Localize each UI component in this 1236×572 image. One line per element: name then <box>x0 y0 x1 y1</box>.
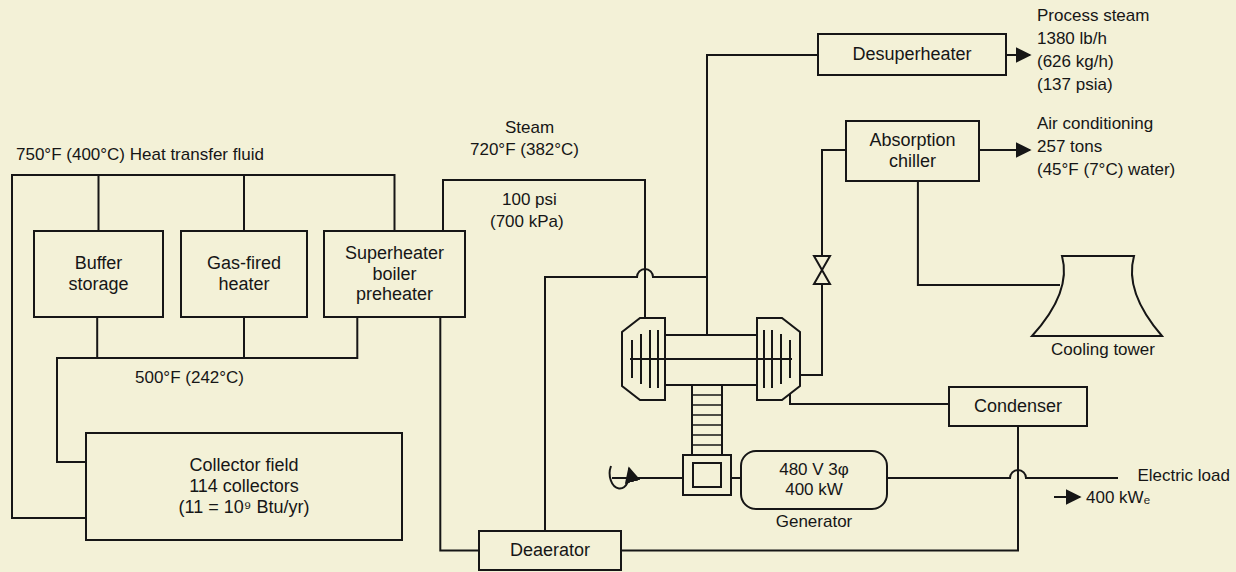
annotation: Electric load <box>1137 466 1230 486</box>
fluid-line <box>622 427 1018 551</box>
annotation: 257 tons <box>1037 137 1102 157</box>
gear-teeth <box>692 395 722 445</box>
tower-label: Cooling tower <box>1028 340 1178 360</box>
box-text: Buffer storage <box>49 253 148 294</box>
annotation: 100 psi <box>502 190 557 210</box>
annotation: Process steam <box>1037 6 1149 26</box>
condenser-box: Condenser <box>948 386 1088 427</box>
box-text: Desuperheater <box>852 44 971 65</box>
output-arrow <box>1007 54 1030 56</box>
annotation: (45°F (7°C) water) <box>1037 160 1175 180</box>
annotation: (626 kg/h) <box>1037 52 1114 72</box>
box-text: Deaerator <box>510 540 590 561</box>
box-text: Collector field <box>189 455 298 476</box>
box-text: Superheater boiler preheater <box>337 243 452 305</box>
heat-exchanger-box: Superheater boiler preheater <box>323 230 466 318</box>
piping <box>443 55 1118 530</box>
turbine-rotor <box>630 330 792 388</box>
chiller-steam-line <box>800 150 845 375</box>
annotation: 720°F (382°C) <box>470 140 579 160</box>
annotation: Steam <box>505 118 554 138</box>
box-text: Absorption chiller <box>857 130 968 171</box>
box-text: 114 collectors <box>189 476 299 497</box>
annotation: 750°F (400°C) Heat transfer fluid <box>16 145 264 165</box>
annotation: 1380 lb/h <box>1037 29 1107 49</box>
storage-box: Buffer storage <box>33 230 164 318</box>
box-text: 480 V 3φ <box>779 460 849 480</box>
tower-shape <box>1032 256 1162 336</box>
chiller-box: Absorption chiller <box>845 120 980 182</box>
annotation: Air conditioning <box>1037 114 1153 134</box>
power-line <box>872 470 1118 478</box>
annotation: 500°F (242°C) <box>135 368 244 388</box>
fluid-line <box>440 318 478 551</box>
box-text: Condenser <box>974 396 1062 417</box>
output-arrow <box>1054 496 1080 498</box>
extraction-line <box>707 55 817 335</box>
fluid-line <box>918 182 1060 285</box>
gearbox <box>683 455 731 495</box>
exhaust-line <box>790 394 948 404</box>
gearbox <box>693 463 721 487</box>
rotation-arrow <box>610 466 630 488</box>
deaerator-box: Deaerator <box>478 530 622 571</box>
valve-symbol <box>814 256 830 284</box>
heater-box: Gas-fired heater <box>180 230 308 318</box>
box-text: 400 kW <box>785 480 843 500</box>
annotation: (137 psia) <box>1037 75 1113 95</box>
desuperheater-box: Desuperheater <box>817 33 1007 76</box>
output-arrow <box>980 149 1030 151</box>
annotation: (700 kPa) <box>490 212 564 232</box>
generator-box: 480 V 3φ400 kWGenerator <box>740 450 888 510</box>
gear-column <box>692 385 722 455</box>
box-text: Gas-fired heater <box>194 253 294 294</box>
cooling-tower: Cooling tower <box>1028 252 1178 364</box>
box-text: (11 = 10⁹ Btu/yr) <box>179 497 310 518</box>
collector-field-box: Collector field114 collectors(11 = 10⁹ B… <box>85 432 403 541</box>
annotation: 400 kWₑ <box>1086 488 1150 508</box>
generator-label: Generator <box>732 512 896 532</box>
tower-outline <box>1028 252 1178 338</box>
